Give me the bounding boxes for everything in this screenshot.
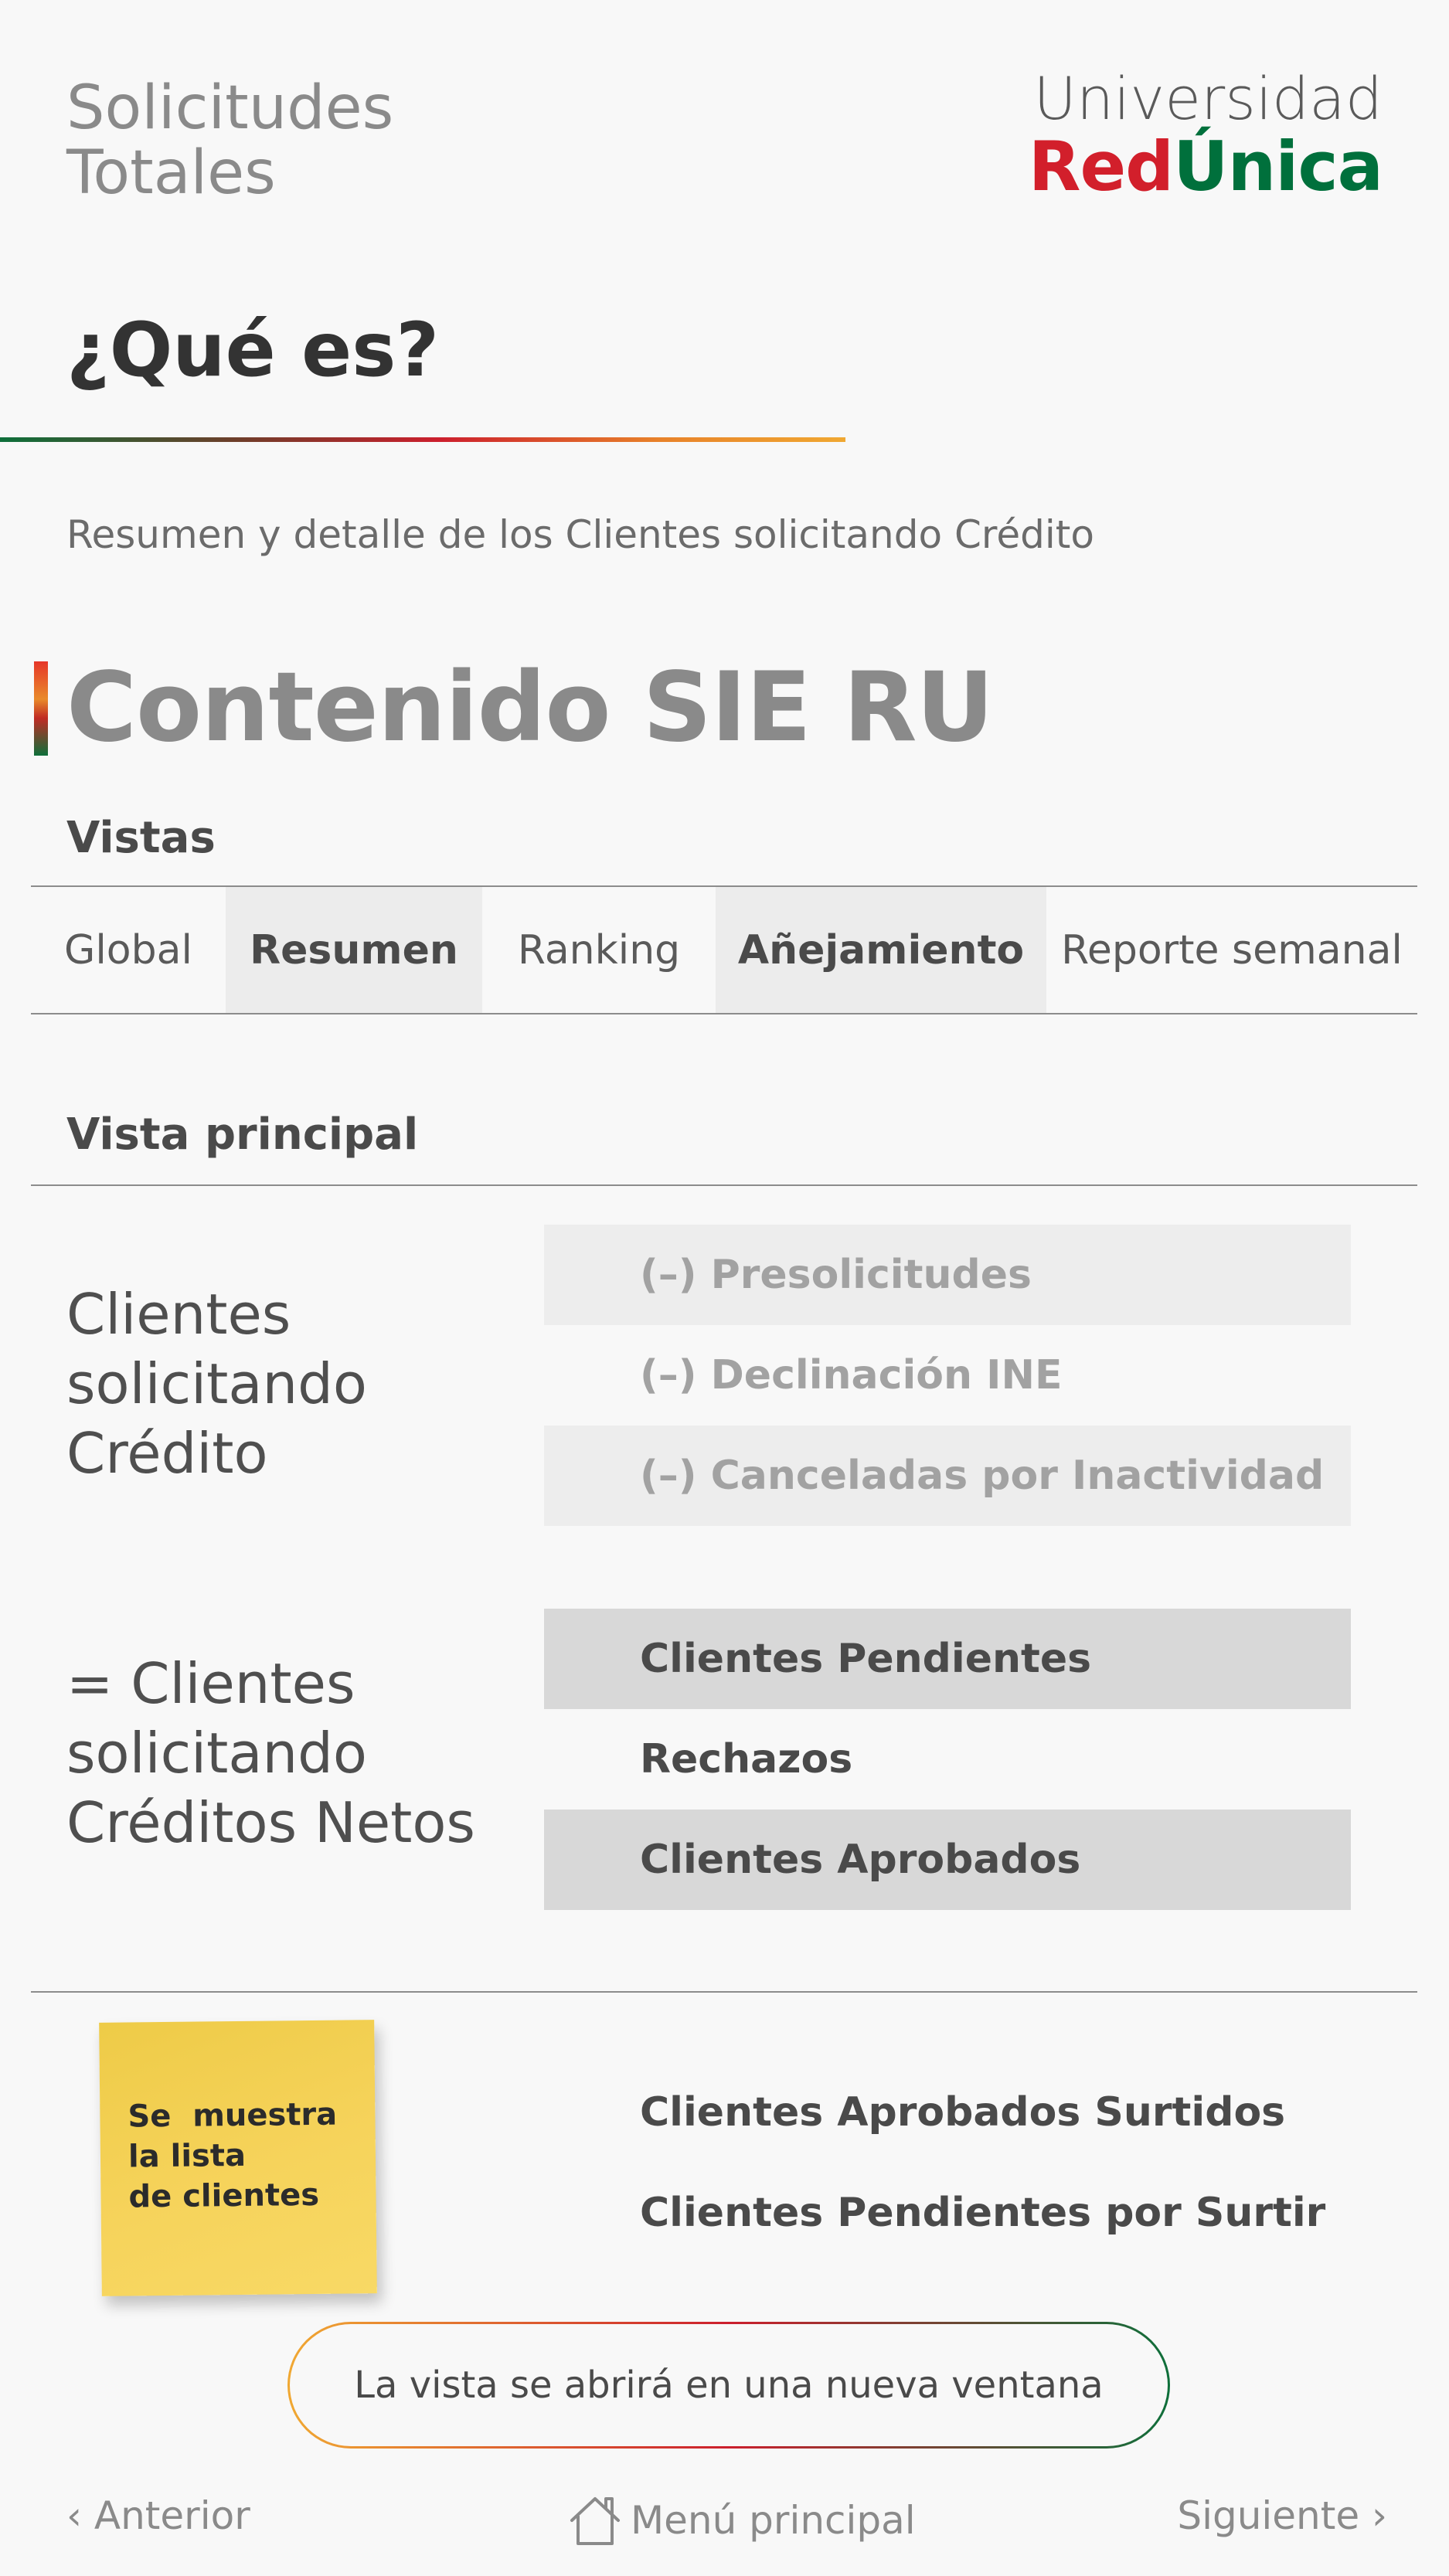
logo-text-red: Red [1028,127,1174,206]
tabs-bottom-divider [31,1013,1417,1014]
group2-label-line: Créditos Netos [66,1790,475,1855]
group1-label-line: solicitando [66,1351,367,1416]
tab-global[interactable]: Global [64,927,192,974]
tab-anejamiento[interactable]: Añejamiento [716,887,1046,1014]
views-tab-bar: Global Resumen Ranking Añejamiento Repor… [31,887,1417,1014]
vista-principal-divider [31,1184,1417,1186]
bottom-section-divider [31,1991,1417,1993]
row-rechazos: Rechazos [640,1736,853,1782]
next-link[interactable]: Siguiente › [1177,2493,1387,2538]
group2-label-line: = Clientes [66,1651,355,1716]
tabs-top-divider [31,885,1417,887]
logo-text-universidad: Universidad [1033,64,1383,133]
row-presolicitudes: (–) Presolicitudes [544,1225,1351,1325]
sticky-note-line: de clientes [128,2177,320,2215]
group2-label: = Clientes solicitando Créditos Netos [66,1649,475,1857]
tab-reporte-semanal[interactable]: Reporte semanal [1061,927,1403,974]
sticky-note-line: la lista [128,2137,247,2175]
sticky-note: Se muestra la lista de clientes [99,2020,377,2296]
group1-label-line: Clientes [66,1282,291,1347]
vista-principal-label: Vista principal [66,1110,419,1160]
page-title-line1: Solicitudes [66,73,394,143]
previous-link[interactable]: ‹ Anterior [66,2493,250,2538]
heading-gradient-divider [0,437,845,442]
group1-label: Clientes solicitando Crédito [66,1280,367,1488]
page-title-line2: Totales [66,138,276,208]
main-menu-label: Menú principal [631,2498,916,2543]
logo-text-redunica: RedÚnica [1029,130,1383,204]
tab-ranking[interactable]: Ranking [517,927,681,974]
row-canceladas-inactividad: (–) Canceladas por Inactividad [544,1426,1351,1526]
open-new-window-button[interactable]: La vista se abrirá en una nueva ventana [287,2322,1170,2449]
logo-text-unica: Única [1173,127,1383,206]
description-text: Resumen y detalle de los Clientes solici… [66,512,1094,557]
what-is-heading: ¿Qué es? [66,307,440,393]
page-title: Solicitudes Totales [66,76,393,206]
item-clientes-pendientes-por-surtir: Clientes Pendientes por Surtir [640,2190,1326,2236]
vistas-label: Vistas [66,813,216,863]
content-title: Contenido SIE RU [66,652,994,763]
university-logo: Universidad RedÚnica [1029,68,1383,204]
open-new-window-label: La vista se abrirá en una nueva ventana [290,2324,1168,2446]
tab-resumen[interactable]: Resumen [226,887,482,1014]
main-menu-link[interactable]: Menú principal [567,2493,916,2548]
home-icon [570,2497,620,2545]
item-clientes-aprobados-surtidos: Clientes Aprobados Surtidos [640,2089,1286,2136]
row-clientes-pendientes: Clientes Pendientes [544,1609,1351,1709]
row-clientes-aprobados: Clientes Aprobados [544,1810,1351,1910]
sticky-note-text: Se muestra la lista de clientes [128,2094,361,2217]
row-declinacion-ine: (–) Declinación INE [640,1352,1063,1398]
group2-label-line: solicitando [66,1721,367,1786]
group1-label-line: Crédito [66,1421,268,1486]
sticky-note-line: Se muestra [128,2096,338,2135]
content-accent-bar [34,661,48,756]
